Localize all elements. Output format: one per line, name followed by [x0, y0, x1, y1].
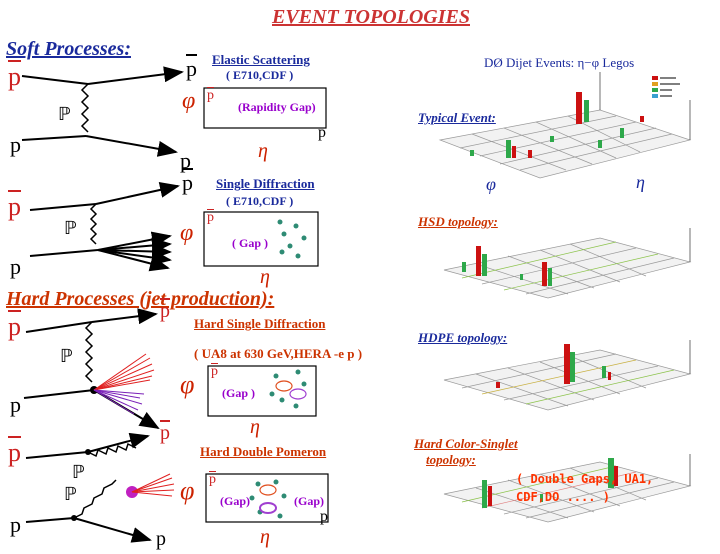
p-label-2: p [10, 254, 21, 279]
box-p-4: p [320, 508, 328, 525]
hdpe-title: Hard Double Pomeron [200, 444, 327, 459]
eta-label-1: η [258, 140, 268, 162]
eta-label-4: η [260, 526, 270, 548]
pbar-out-2: p [182, 170, 193, 195]
page-title: EVENT TOPOLOGIES [272, 6, 470, 28]
lego-hcs-label-1: Hard Color-Singlet [414, 436, 518, 451]
hdpe-eta-phi-box [205, 473, 329, 523]
hard-single-diffraction-diagram [23, 308, 160, 430]
lego-eta-axis: η [636, 172, 645, 192]
sd-title: Single Diffraction [216, 176, 315, 191]
hsd-title: Hard Single Diffraction [194, 316, 326, 331]
box-pbar-1: p [207, 88, 214, 103]
phi-label-3: φ [180, 370, 195, 399]
pbar-label-1: p [8, 62, 21, 91]
box-pbar-3: p [211, 364, 218, 379]
box-p-1: p [318, 124, 326, 141]
p-out-1: p [180, 148, 191, 173]
pbar-out-1: p [186, 56, 197, 81]
hdpe-dots [249, 479, 287, 519]
elastic-title: Elastic Scattering [212, 52, 310, 67]
elastic-diagram [21, 66, 184, 157]
p-out-4: p [156, 528, 166, 550]
hdpe-gap-left: (Gap) [220, 494, 250, 508]
lego-hdpe-towers [496, 344, 611, 388]
eta-label-2: η [260, 266, 270, 288]
pomeron-label-2: ℙ [64, 218, 77, 238]
sd-dots [277, 219, 307, 259]
p-label-4: p [10, 512, 21, 537]
p-label-1: p [10, 132, 21, 157]
pomeron-label-3: ℙ [60, 346, 73, 366]
sd-gap: ( Gap ) [232, 236, 268, 250]
lego-hsd-label: HSD topology: [418, 214, 498, 229]
phi-label-2: φ [180, 220, 194, 246]
p-label-3: p [10, 392, 21, 417]
pbar-label-4: p [8, 438, 21, 467]
pbar-label-3: p [8, 312, 21, 341]
pbar-out-3: p [160, 300, 170, 322]
lego-typical-label: Typical Event: [418, 110, 496, 125]
hard-processes-heading: Hard Processes (jet production): [6, 288, 275, 310]
pomeron-label-4b: ℙ [64, 484, 77, 504]
elastic-sub: ( E710,CDF ) [226, 68, 294, 82]
lego-typical [438, 72, 692, 179]
hsd-eta-phi-box [207, 365, 317, 417]
side-note: ( Double Gaps, UA1, CDF,DO .... ) [516, 472, 654, 504]
phi-label-1: φ [182, 88, 196, 114]
lego-phi-axis: φ [486, 174, 496, 194]
single-diffraction-diagram [29, 182, 180, 272]
pomeron-label-1: ℙ [58, 104, 71, 124]
hsd-dots [269, 369, 307, 409]
elastic-eta-phi-box [203, 87, 327, 129]
hsd-sub: ( UA8 at 630 GeV,HERA -e p ) [194, 346, 363, 361]
pbar-out-4: p [160, 422, 170, 444]
phi-label-4: φ [180, 476, 195, 505]
pbar-label-2: p [8, 192, 21, 221]
lego-hdpe-label: HDPE topology: [418, 330, 508, 345]
lego-typical-towers [470, 92, 644, 158]
lego-hcs-label-2: topology: [426, 452, 476, 467]
sd-sub: ( E710,CDF ) [226, 194, 294, 208]
elastic-gap: (Rapidity Gap) [238, 100, 316, 114]
lego-header: DØ Dijet Events: η−φ Legos [484, 55, 635, 70]
hdpe-gap-right: (Gap) [294, 494, 324, 508]
pomeron-label-4a: ℙ [72, 462, 85, 482]
box-pbar-2: p [207, 210, 214, 225]
eta-label-3: η [250, 416, 260, 438]
sd-eta-phi-box [203, 211, 319, 267]
hsd-gap: (Gap ) [222, 386, 255, 400]
lego-hcs-towers [482, 458, 618, 508]
lego-hsd-towers [462, 246, 552, 286]
box-pbar-4: p [209, 472, 216, 487]
lego-legend [652, 76, 680, 98]
hard-double-pomeron-diagram [25, 432, 175, 543]
soft-processes-heading: Soft Processes: [6, 38, 131, 60]
